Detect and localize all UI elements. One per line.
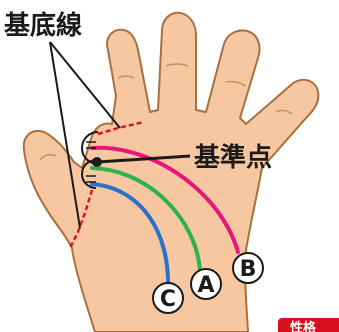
baseline-label: 基底線 [4,10,82,41]
badge-label: 性格 [290,320,317,332]
line-label-b: B [233,253,263,283]
line-label-text: A [197,273,214,298]
reference-point-label: 基準点 [194,142,272,173]
line-label-text: B [240,257,257,282]
line-label-a: A [191,269,221,299]
corner-badge: 性格 [278,318,339,332]
line-label-c: C [153,283,183,313]
reference-dot [92,157,102,167]
line-label-text: C [160,287,176,312]
